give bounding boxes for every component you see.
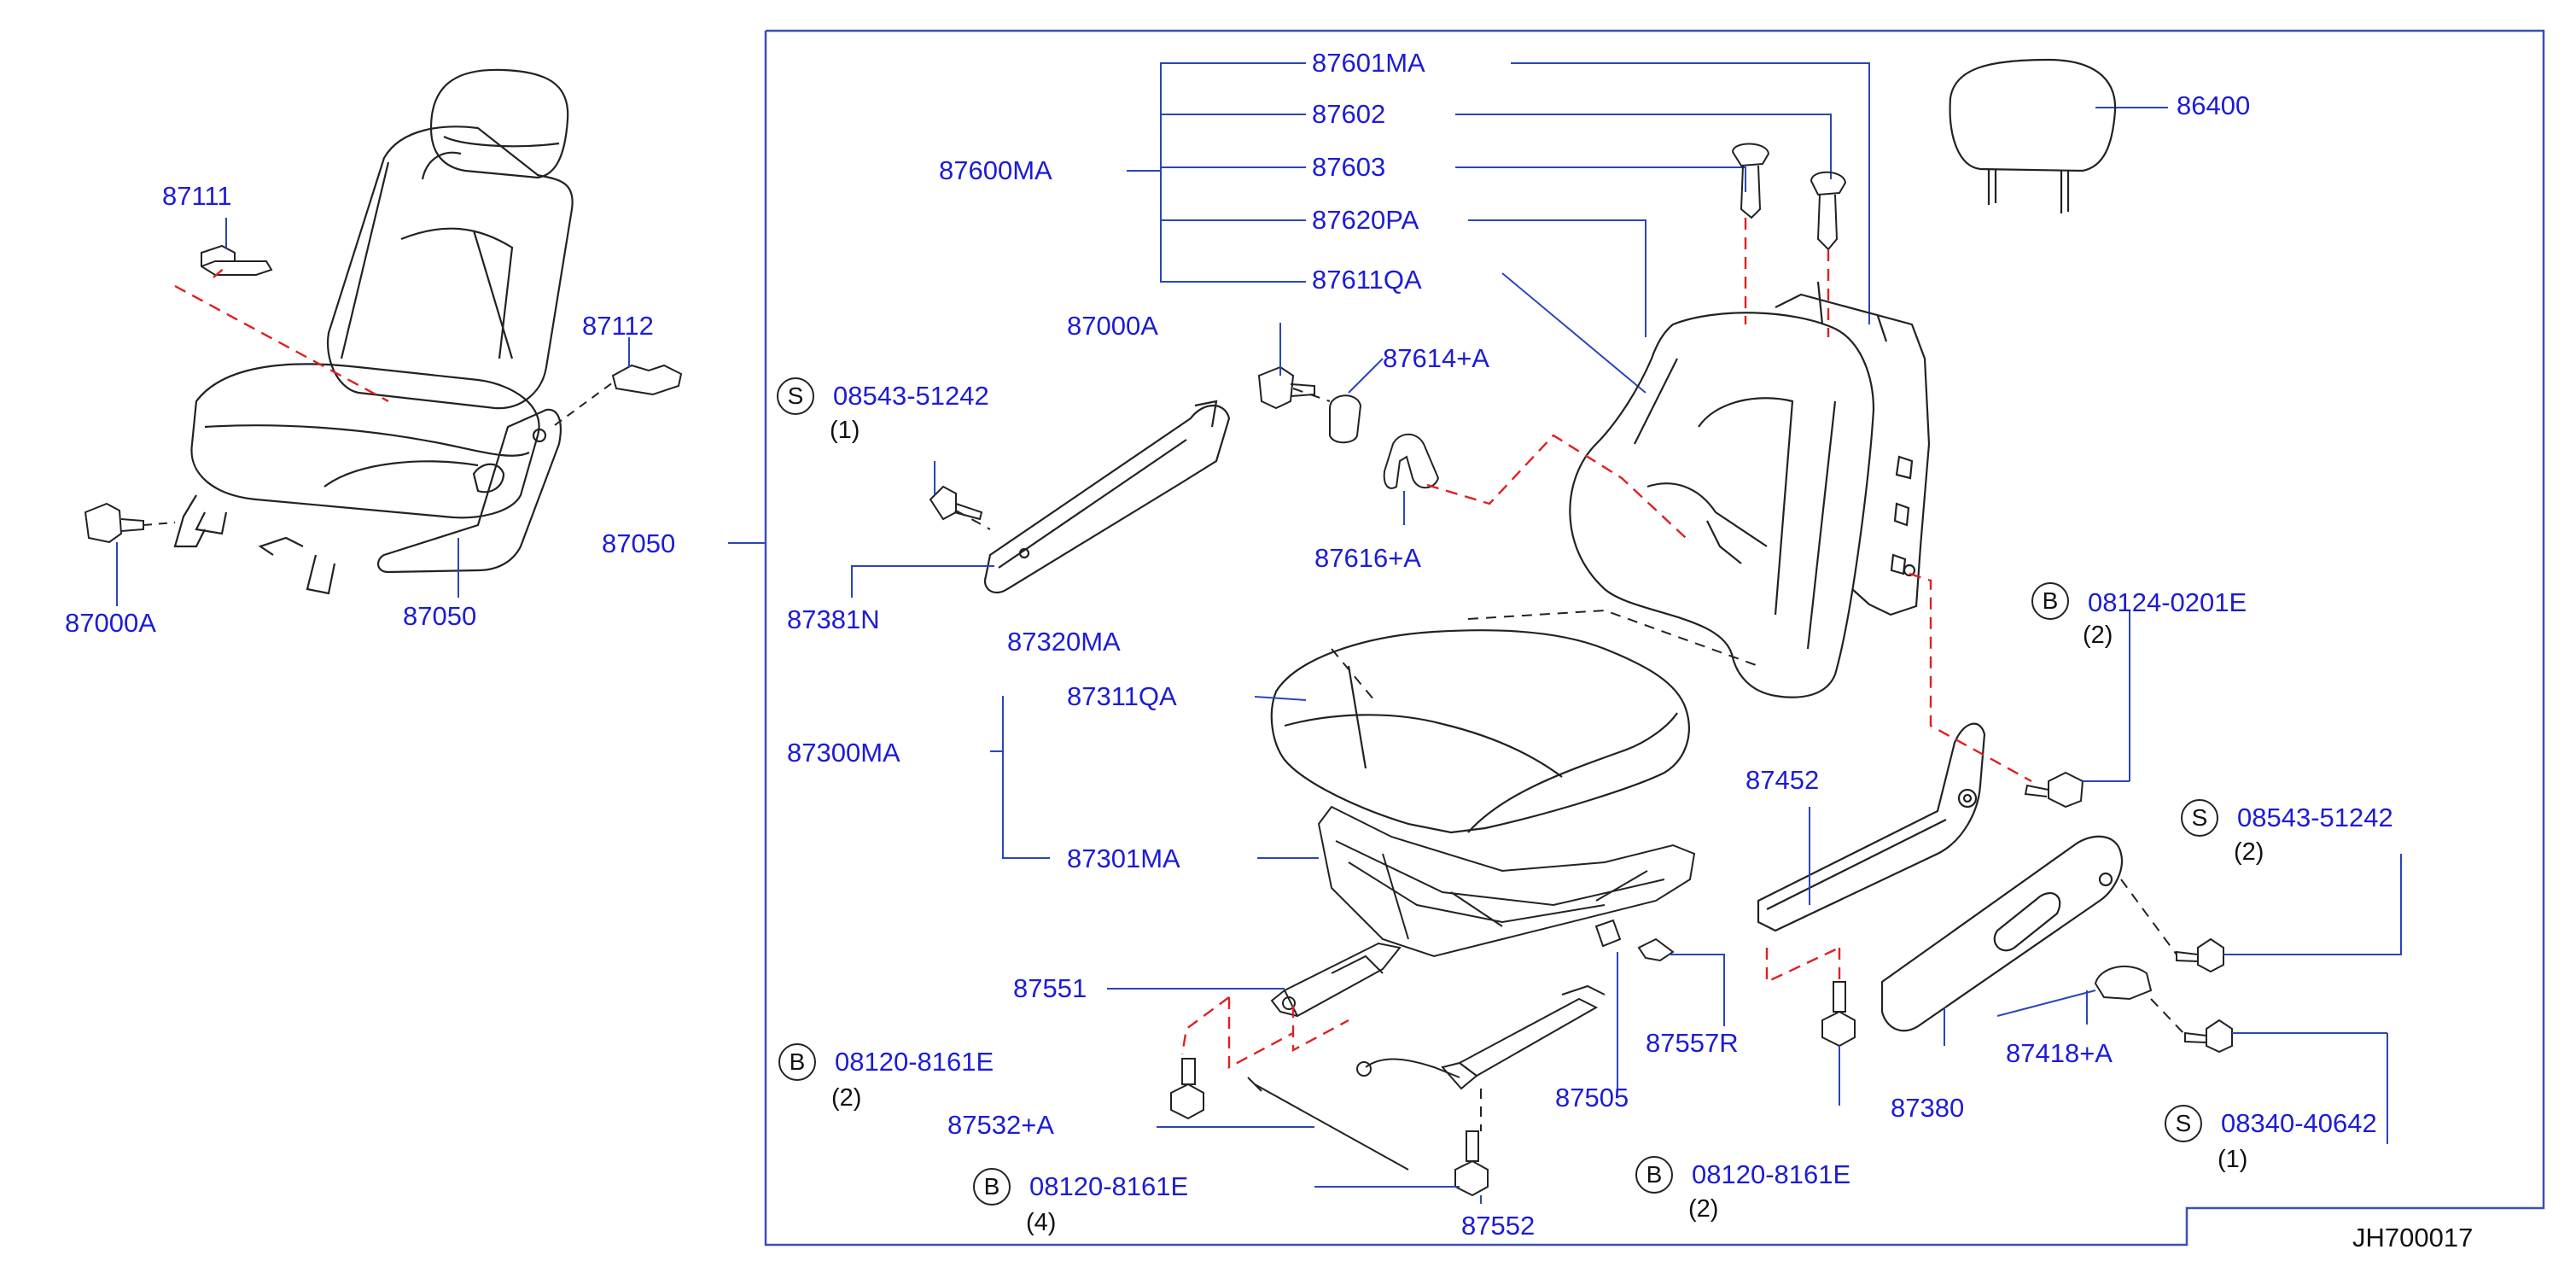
fastener-part-number: 08120-8161E bbox=[1029, 1171, 1189, 1201]
label-87600ma: 87600MA bbox=[939, 155, 1052, 185]
knob-87418a-illustration bbox=[2094, 965, 2153, 1001]
label-87381n: 87381N bbox=[787, 604, 880, 634]
diagram-frame bbox=[764, 29, 2545, 1247]
recliner-87452-illustration bbox=[1757, 722, 1986, 932]
fastener-prefix-circle: B bbox=[2031, 582, 2069, 620]
fastener-part-number: 08120-8161E bbox=[1692, 1159, 1851, 1189]
label-87602: 87602 bbox=[1312, 99, 1386, 129]
fastener-part-number: 08543-51242 bbox=[2237, 803, 2393, 832]
fastener-part-number: 08340-40642 bbox=[2221, 1108, 2377, 1138]
fastener-quantity: (2) bbox=[2234, 838, 2264, 866]
left-black-dashes bbox=[143, 382, 614, 526]
small-clips-illustration bbox=[1594, 919, 1675, 962]
label-87000a-left: 87000A bbox=[65, 608, 156, 638]
fastener-quantity: (1) bbox=[830, 417, 860, 444]
release-cable-illustration bbox=[1247, 1077, 1409, 1171]
label-87050: 87050 bbox=[602, 528, 676, 558]
overview-seat-illustration bbox=[173, 68, 574, 595]
label-87000a: 87000A bbox=[1067, 311, 1158, 341]
label-87611qa: 87611QA bbox=[1312, 265, 1422, 295]
knob-87000a-left-illustration bbox=[84, 502, 144, 544]
main-black-dashes bbox=[955, 388, 2186, 1131]
label-87603: 87603 bbox=[1312, 152, 1386, 182]
fastener-quantity: (2) bbox=[1688, 1195, 1719, 1223]
cap-87614a-illustration bbox=[1329, 394, 1362, 444]
leaders-87600ma-group bbox=[1127, 62, 2168, 394]
fastener-prefix-circle: B bbox=[778, 1043, 816, 1081]
label-87418a: 87418+A bbox=[2006, 1038, 2113, 1068]
slide-rails-illustration bbox=[1270, 942, 1606, 1090]
label-87112: 87112 bbox=[582, 311, 654, 341]
fastener-quantity: (4) bbox=[1026, 1209, 1057, 1236]
fastener-prefix-circle: B bbox=[1635, 1156, 1673, 1194]
label-87532a: 87532+A bbox=[947, 1110, 1054, 1140]
label-87111: 87111 bbox=[162, 181, 232, 211]
label-87452: 87452 bbox=[1746, 765, 1820, 795]
fastener-prefix-circle: S bbox=[777, 377, 814, 415]
clip-87112-illustration bbox=[611, 364, 683, 396]
fastener-quantity: (2) bbox=[831, 1084, 862, 1112]
label-87551: 87551 bbox=[1013, 973, 1087, 1003]
backrest-pad-illustration bbox=[1569, 312, 1875, 698]
screw-08543-illustration bbox=[929, 485, 983, 521]
label-87050-left: 87050 bbox=[403, 601, 477, 631]
headrest-86400-illustration bbox=[1949, 58, 2117, 213]
bolts-08120-illustration bbox=[1170, 981, 1856, 1197]
seat-pan-illustration bbox=[1317, 805, 1696, 958]
label-87620pa: 87620PA bbox=[1312, 205, 1419, 235]
fastener-quantity: (2) bbox=[2083, 622, 2113, 649]
label-87616a: 87616+A bbox=[1314, 543, 1421, 573]
cover-87381n-illustration bbox=[983, 400, 1231, 594]
main-red-dashes bbox=[1180, 218, 2032, 1069]
label-87320ma: 87320MA bbox=[1007, 627, 1121, 657]
label-87614a: 87614+A bbox=[1383, 343, 1489, 373]
fastener-quantity: (1) bbox=[2218, 1146, 2248, 1173]
label-87505: 87505 bbox=[1555, 1083, 1629, 1112]
headrest-guides-illustration bbox=[1731, 143, 1847, 251]
seat-cushion-illustration bbox=[1270, 629, 1690, 834]
side-panel-87380-illustration bbox=[1880, 835, 2124, 1032]
clip-87616a-illustration bbox=[1383, 433, 1440, 489]
fastener-prefix-circle: S bbox=[2165, 1105, 2202, 1142]
fastener-part-number: 08120-8161E bbox=[835, 1047, 994, 1077]
label-87380: 87380 bbox=[1891, 1093, 1965, 1123]
backrest-frame-illustration bbox=[1775, 281, 1931, 616]
clip-87111-illustration bbox=[201, 244, 273, 276]
knob-87000a-illustration bbox=[1257, 365, 1315, 410]
fastener-prefix-circle: B bbox=[973, 1168, 1011, 1206]
fastener-part-number: 08124-0201E bbox=[2088, 587, 2247, 617]
screws-right-illustration bbox=[2176, 937, 2233, 1054]
label-87301ma: 87301MA bbox=[1067, 844, 1180, 873]
left-leaders bbox=[116, 218, 766, 606]
bolt-08124-illustration bbox=[2024, 771, 2084, 809]
fastener-part-number: 08543-51242 bbox=[833, 381, 989, 411]
fastener-prefix-circle: S bbox=[2181, 799, 2218, 837]
label-87557r: 87557R bbox=[1646, 1028, 1739, 1058]
left-red-dashes bbox=[174, 266, 389, 403]
diagram-code: JH700017 bbox=[2352, 1223, 2474, 1252]
label-86400: 86400 bbox=[2177, 90, 2251, 120]
label-87311qa: 87311QA bbox=[1067, 681, 1177, 711]
label-87552: 87552 bbox=[1461, 1211, 1536, 1241]
label-87601ma: 87601MA bbox=[1312, 48, 1425, 78]
main-leaders bbox=[851, 323, 2402, 1204]
label-87300ma: 87300MA bbox=[787, 738, 900, 768]
